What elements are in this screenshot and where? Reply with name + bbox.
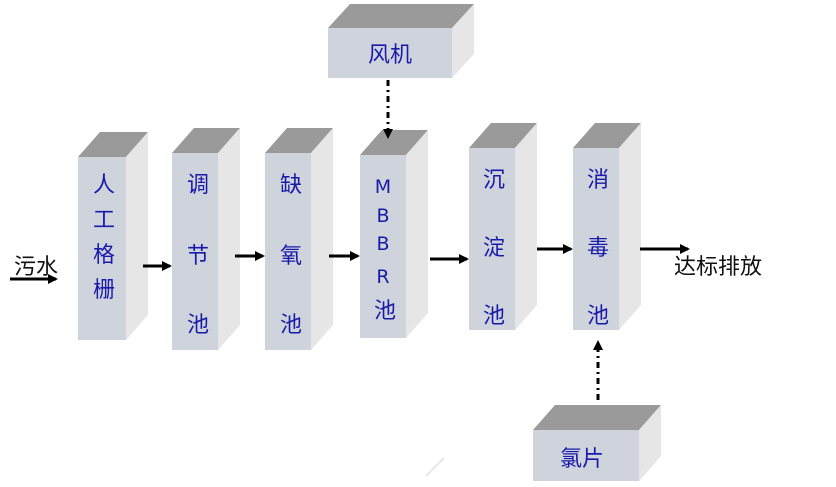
decorative-stroke (425, 457, 445, 477)
stage-disinfection-char-2: 毒 (587, 236, 609, 261)
stage-mbbr: M B B R 池 (360, 130, 428, 338)
stage-anoxic-char-3: 池 (280, 313, 302, 338)
blower-box: 风机 (328, 4, 474, 78)
chlorine-label: 氯片 (560, 447, 604, 472)
stage-anoxic-char-1: 缺 (280, 173, 302, 198)
stage-sedimentation: 沉 淀 池 (469, 123, 537, 330)
stage-anoxic-char-2: 氧 (280, 244, 302, 269)
stage-screen-char-3: 格 (93, 243, 115, 268)
output-label: 达标排放 (674, 255, 762, 280)
stage-regulating: 调 节 池 (172, 128, 240, 350)
stage-mbbr-char-5: 池 (374, 299, 396, 324)
stage-mbbr-char-4: R (376, 266, 389, 288)
stage-sedimentation-char-1: 沉 (483, 168, 505, 193)
stage-screen-char-1: 人 (93, 173, 115, 198)
stage-sedimentation-char-2: 淀 (483, 236, 505, 261)
stage-disinfection-char-1: 消 (587, 168, 609, 193)
stage-regulating-char-3: 池 (187, 313, 209, 338)
stage-screen-char-4: 栅 (93, 278, 115, 303)
stage-regulating-char-1: 调 (187, 173, 209, 198)
stage-regulating-char-2: 节 (187, 244, 209, 269)
stage-anoxic: 缺 氧 池 (265, 128, 333, 350)
stage-screen-char-2: 工 (93, 208, 115, 233)
stage-disinfection: 消 毒 池 (573, 123, 641, 330)
stage-disinfection-char-3: 池 (587, 304, 609, 329)
stage-screen: 人 工 格 栅 (78, 132, 148, 340)
stage-mbbr-char-1: M (375, 176, 391, 198)
stage-sedimentation-char-3: 池 (483, 304, 505, 329)
stage-mbbr-char-3: B (376, 233, 389, 255)
stage-mbbr-char-2: B (376, 205, 389, 227)
input-label: 污水 (14, 255, 58, 280)
chlorine-box: 氯片 (533, 405, 661, 481)
blower-label: 风机 (368, 43, 412, 68)
